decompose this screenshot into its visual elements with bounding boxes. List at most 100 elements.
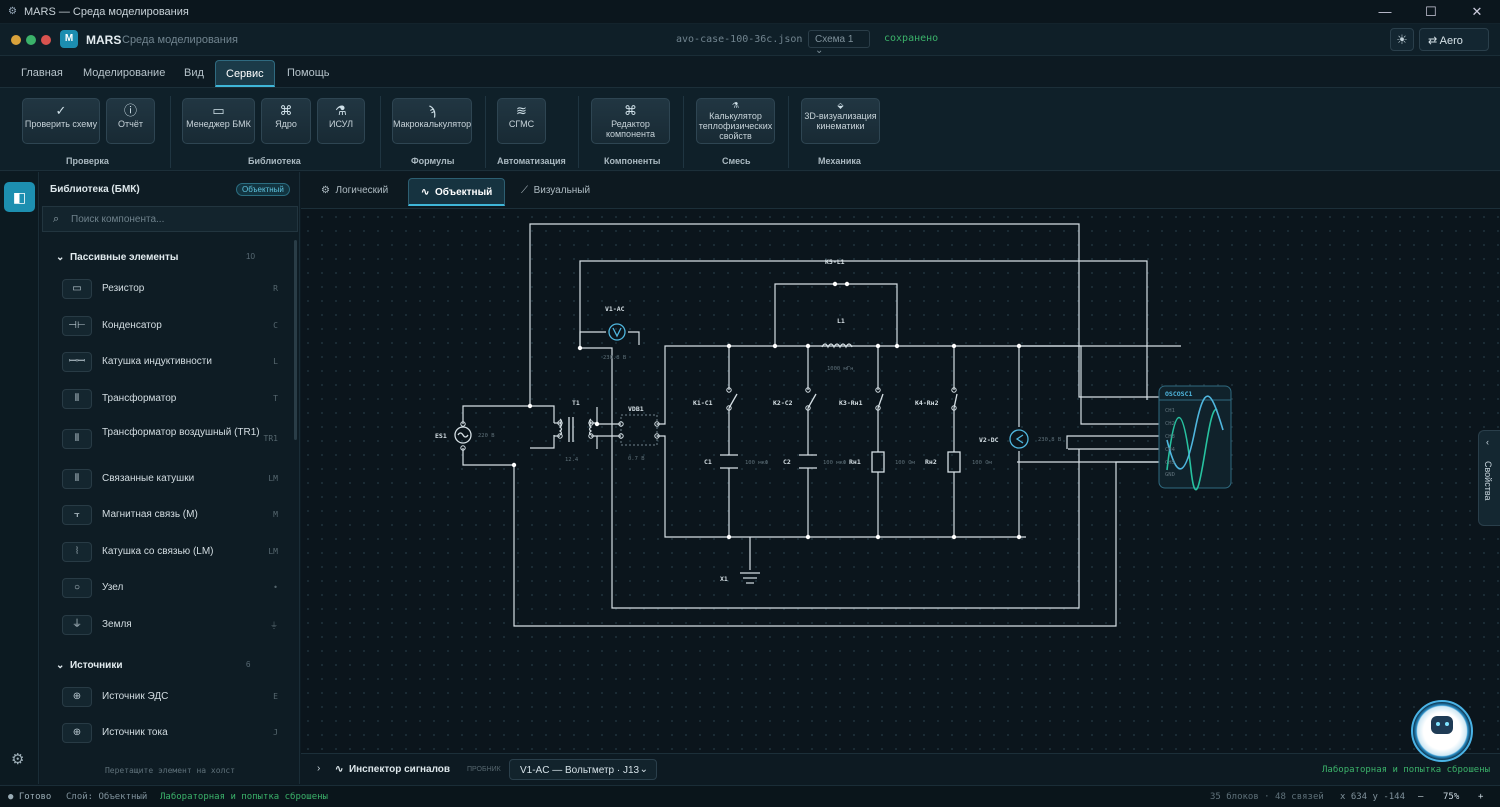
- component-search-input[interactable]: ⌕Поиск компонента...: [42, 206, 298, 232]
- ribbon-divider: [170, 96, 171, 168]
- status-ready: ● Готово: [8, 792, 52, 802]
- tab-visual[interactable]: ⟋ Визуальный: [521, 185, 591, 196]
- view-tabs: ⚙ Логический ∿ Объектный ⟋ Визуальный: [301, 172, 1500, 209]
- label-k4: K4-Rн2: [915, 399, 939, 407]
- check-scheme-button[interactable]: ✓Проверить схему: [22, 98, 100, 144]
- menu-tab-help[interactable]: Помощь: [287, 67, 330, 79]
- value-vdb1: 0.7 В: [628, 456, 645, 462]
- value-c1: 100 мкФ: [745, 460, 769, 466]
- isul-button[interactable]: ⚗ИСУЛ: [317, 98, 365, 144]
- label-c1: C1: [704, 458, 712, 466]
- wave-icon: ∿: [421, 187, 430, 198]
- kinematics-3d-button[interactable]: ⬙3D-визуализация кинематики: [801, 98, 880, 144]
- sgms-button[interactable]: ≋СГМС: [497, 98, 546, 144]
- settings-gear-icon[interactable]: ⚙: [11, 751, 25, 768]
- menu-tab-view[interactable]: Вид: [184, 67, 204, 79]
- group-label-mechanics: Механика: [818, 156, 861, 166]
- minimize-button[interactable]: —: [1378, 4, 1392, 19]
- zoom-out-button[interactable]: —: [1418, 792, 1424, 802]
- coupled-coil-icon: ⦚: [62, 542, 92, 562]
- probe-label: ПРОБНИК: [467, 766, 501, 773]
- theme-label: Aero: [1439, 35, 1463, 47]
- label-k3: K3-Rн1: [839, 399, 863, 407]
- file-name: avo-case-100-36c.json: [676, 34, 803, 45]
- panel-icon: ◧: [12, 189, 27, 205]
- library-scrollbar[interactable]: [294, 240, 297, 440]
- chip-icon: ⌘: [624, 103, 637, 118]
- core-button[interactable]: ⌘Ядро: [261, 98, 311, 144]
- label-c2: C2: [783, 458, 791, 466]
- zoom-in-button[interactable]: +: [1478, 792, 1484, 802]
- scheme-select[interactable]: Схема 1 ⌄: [808, 30, 870, 56]
- group-label-formulas: Формулы: [411, 156, 455, 166]
- app-logo: M: [60, 30, 78, 48]
- traffic-dot-yellow[interactable]: [11, 35, 21, 45]
- traffic-dot-red[interactable]: [41, 35, 51, 45]
- osc-ch1: CH1: [1165, 408, 1175, 414]
- chevron-right-icon[interactable]: ›: [317, 763, 321, 774]
- cube-icon: ⬙: [837, 101, 844, 110]
- menu-tab-service[interactable]: Сервис: [215, 60, 275, 87]
- chevron-left-icon: ‹: [1486, 437, 1489, 447]
- component-editor-button[interactable]: ⌘Редактор компонента: [591, 98, 670, 144]
- list-item[interactable]: ⫴Трансформатор воздушный (TR1)TR1: [62, 427, 278, 453]
- list-item[interactable]: ⦚Катушка со связью (LM)LM: [62, 540, 278, 566]
- ribbon-divider: [380, 96, 381, 168]
- ribbon-divider: [578, 96, 579, 168]
- signal-inspector: › ∿ Инспектор сигналов ПРОБНИК V1-AC — В…: [301, 753, 1500, 784]
- chevron-down-icon: ⌄: [639, 764, 648, 775]
- library-mode-badge: Объектный: [236, 183, 290, 196]
- menu-tab-home[interactable]: Главная: [21, 67, 63, 79]
- app-gear-icon: ⚙: [8, 5, 17, 17]
- theme-sun-button[interactable]: ☀: [1390, 28, 1414, 51]
- label-vdb1: VDB1: [628, 405, 644, 413]
- label-l1: L1: [837, 317, 845, 325]
- tab-object[interactable]: ∿ Объектный: [408, 178, 506, 206]
- osc-ch3: CH3: [1165, 434, 1175, 440]
- canvas-area: ⚙ Логический ∿ Объектный ⟋ Визуальный: [301, 172, 1500, 784]
- drag-hint: Перетащите элемент на холст: [104, 766, 236, 775]
- label-t1: T1: [572, 399, 580, 407]
- emf-source-icon: ⊕: [62, 687, 92, 707]
- library-panel: Библиотека (БМК) Объектный ⌕Поиск компон…: [40, 172, 300, 784]
- list-item[interactable]: ⫟Магнитная связь (M)M: [62, 503, 278, 529]
- gear-icon: ⚙: [321, 185, 330, 196]
- value-l1: 1000 мГн: [827, 366, 854, 372]
- traffic-dot-green[interactable]: [26, 35, 36, 45]
- assistant-robot-avatar[interactable]: [1411, 700, 1473, 762]
- list-item[interactable]: ⏚Земля⏚: [62, 613, 278, 639]
- layers-icon: ≋: [516, 103, 527, 118]
- properties-panel-toggle[interactable]: ‹Свойства: [1478, 430, 1500, 526]
- label-k2: K2-C2: [773, 399, 793, 407]
- library-panel-toggle[interactable]: ◧: [4, 182, 35, 212]
- label-es1: ES1: [435, 432, 447, 440]
- list-item[interactable]: ○Узел•: [62, 576, 278, 602]
- thermo-calc-button[interactable]: ⚗Калькулятор теплофизических свойств: [696, 98, 775, 144]
- circuit-diagram[interactable]: ES1 T1 V1-AC VDB1 K5-L1 L1 K1-C1 K2-C2 K…: [301, 210, 1500, 751]
- probe-select[interactable]: V1-AC — Вольтметр · J13⌄: [509, 759, 657, 780]
- close-button[interactable]: ✕: [1471, 4, 1483, 19]
- maximize-button[interactable]: ☐: [1425, 4, 1437, 19]
- tab-logical[interactable]: ⚙ Логический: [321, 185, 389, 196]
- schematic-canvas[interactable]: ES1 T1 V1-AC VDB1 K5-L1 L1 K1-C1 K2-C2 K…: [301, 210, 1500, 751]
- bmk-manager-button[interactable]: ▭Менеджер БМК: [182, 98, 255, 144]
- app-subtitle: Среда моделирования: [122, 34, 238, 46]
- menu-tab-modeling[interactable]: Моделирование: [83, 67, 166, 79]
- status-bar: ● Готово Слой: Объектный Лабораторная и …: [0, 785, 1500, 807]
- theme-select-button[interactable]: ⇄ Aero: [1419, 28, 1489, 51]
- wave-icon: ∿: [335, 764, 344, 775]
- status-coords: x 634 y -144: [1340, 792, 1406, 802]
- menu-bar: Главная Моделирование Вид Сервис Помощь: [0, 57, 1500, 88]
